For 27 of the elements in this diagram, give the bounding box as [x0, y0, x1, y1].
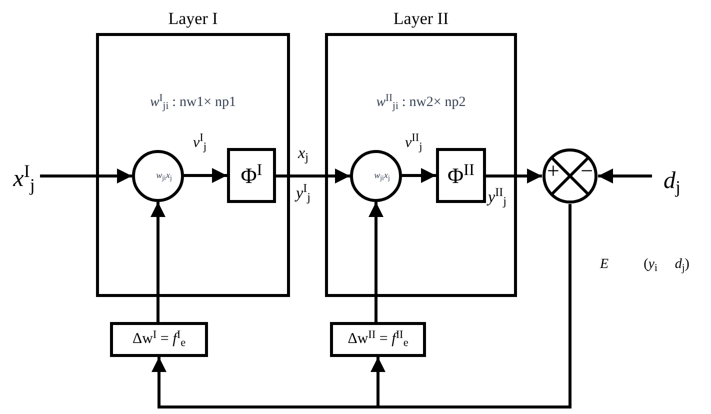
summing-junction [542, 148, 598, 204]
layer-title: Layer I [167, 8, 219, 30]
arrow [368, 202, 384, 322]
error-formula: E (y$_{i}$ d$_{j}$) [600, 258, 690, 272]
arrow [402, 168, 436, 183]
arrow [598, 168, 652, 184]
arrow [40, 168, 132, 184]
signal-label: x$_{j}$ [298, 146, 308, 162]
arrow [370, 204, 572, 408]
layer-title: Layer II [392, 8, 450, 30]
arrow [486, 168, 542, 184]
arrow [276, 168, 350, 184]
weighted-sum: w$_{ji}$x$_{j}$ [155, 169, 172, 183]
arrow [184, 168, 227, 183]
activation-function: Φ$^{I}$ [240, 159, 262, 190]
activation-box [227, 148, 276, 203]
activation-box [436, 148, 486, 203]
minus-sign: − [580, 160, 593, 182]
activation-function: Φ$^{II}$ [447, 159, 475, 190]
weight-dimension: w$^{II}$$_{ji}$ : nw2× np2 [375, 92, 467, 113]
update-box [330, 322, 426, 357]
weighted-sum: w$_{ji}$x$_{j}$ [373, 169, 390, 183]
weight-dimension: w$^{I}$$_{ji}$ : nw1× np1 [148, 92, 238, 113]
update-box [110, 322, 208, 357]
plus-sign: + [547, 160, 560, 182]
signal-label: d$_{j}$ [663, 167, 680, 199]
arrow [150, 202, 166, 322]
